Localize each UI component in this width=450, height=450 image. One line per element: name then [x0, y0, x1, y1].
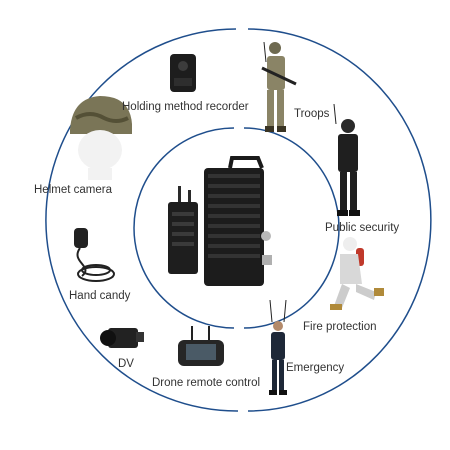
- body-camera-icon: [170, 54, 196, 92]
- helmet-camera-icon: [70, 96, 132, 180]
- responder-icon: [269, 299, 287, 395]
- label-holding-recorder: Holding method recorder: [122, 101, 249, 113]
- label-drone-remote: Drone remote control: [152, 377, 261, 389]
- label-troops: Troops: [294, 108, 330, 120]
- transceiver-box-icon: [204, 156, 272, 286]
- hand-microphone-icon: [74, 228, 115, 282]
- police-officer-icon: [333, 103, 360, 216]
- firefighter-icon: [330, 237, 384, 310]
- soldier-icon: [261, 41, 297, 132]
- portable-radio-icon: [168, 186, 198, 274]
- inner-ring-left: [133, 127, 235, 329]
- camcorder-icon: [100, 328, 144, 348]
- label-hand-candy: Hand candy: [69, 290, 131, 302]
- label-fire-protection: Fire protection: [303, 321, 377, 333]
- label-public-security: Public security: [325, 222, 400, 234]
- outer-ring-left: [45, 28, 239, 412]
- label-helmet-camera: Helmet camera: [34, 184, 112, 196]
- inner-ring-right: [243, 127, 340, 329]
- outer-ring-right: [247, 28, 432, 412]
- label-emergency: Emergency: [286, 362, 345, 374]
- label-dv: DV: [118, 358, 134, 370]
- drone-remote-icon: [178, 326, 224, 366]
